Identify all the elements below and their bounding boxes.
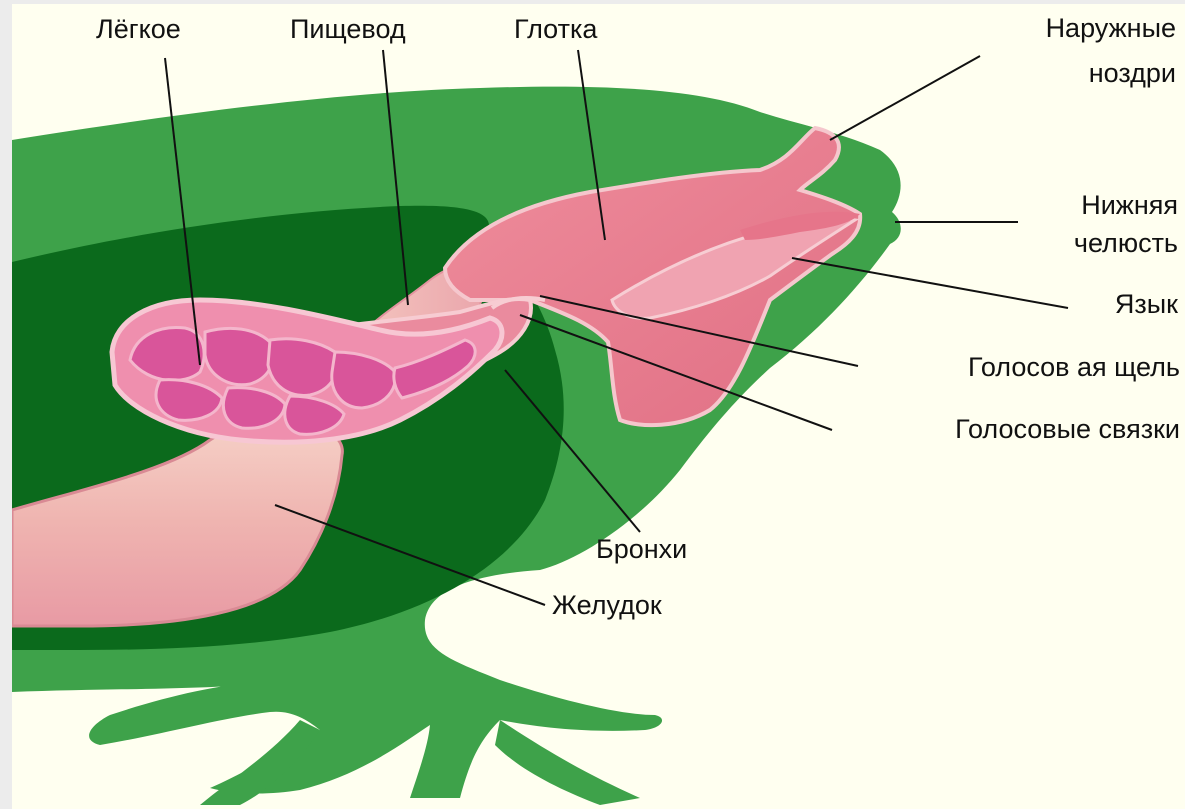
nostrils-leader [830, 56, 980, 140]
label-jaw-line1: Нижняя [1081, 190, 1178, 220]
label-esophagus: Пищевод [290, 14, 406, 44]
frog-toe [495, 720, 640, 805]
label-bronchi: Бронхи [596, 534, 687, 564]
label-glottis: Голосов ая щель [968, 352, 1180, 382]
label-stomach: Желудок [552, 590, 662, 620]
label-nostrils-line2: ноздри [1089, 58, 1176, 88]
label-tongue: Язык [1115, 289, 1178, 319]
label-jaw-line2: челюсть [1074, 228, 1178, 258]
label-lung: Лёгкое [96, 14, 181, 44]
label-pharynx: Глотка [514, 14, 598, 44]
label-nostrils-line1: Наружные [1046, 13, 1176, 43]
label-vocal-cords: Голосовые связки [955, 414, 1180, 444]
diagram-frame: Лёгкое Пищевод Глотка Наружные ноздри Ни… [12, 4, 1185, 809]
frog-respiratory-diagram: Лёгкое Пищевод Глотка Наружные ноздри Ни… [12, 4, 1185, 809]
